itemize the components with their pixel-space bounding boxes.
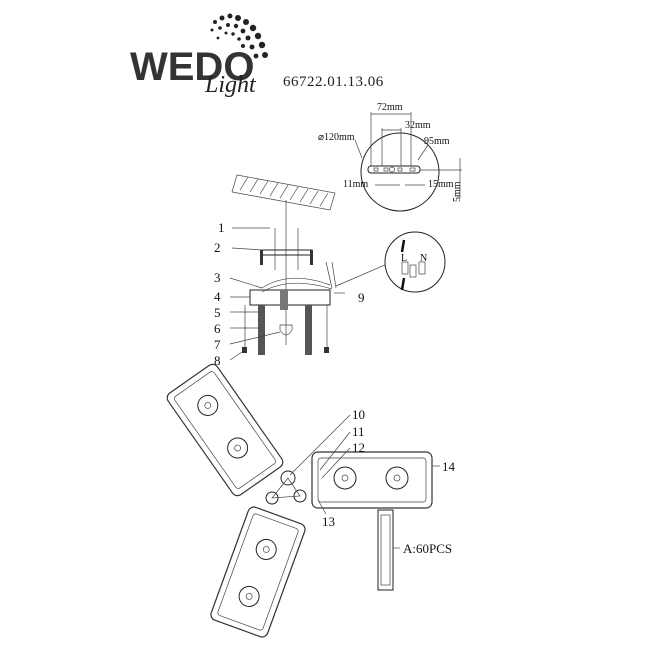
crystal-pendant: A:60PCS	[377, 509, 452, 591]
callout-3: 3	[214, 270, 221, 285]
exploded-assembly: L N	[242, 228, 446, 355]
callout-14: 14	[442, 459, 456, 474]
callout-2: 2	[214, 240, 221, 255]
callout-7: 7	[214, 337, 221, 352]
center-hub	[265, 470, 307, 505]
callout-11: 11	[352, 424, 365, 439]
dim-15mm: 15mm	[428, 179, 454, 190]
canopy-dimension-detail: 72mm 32mm ⌀120mm 95mm 11mm 15mm 5mm	[318, 102, 463, 212]
brand-logo: WEDO Light	[130, 13, 268, 98]
callout-1: 1	[218, 220, 225, 235]
dim-11mm: 11mm	[343, 179, 368, 190]
callout-5: 5	[214, 305, 221, 320]
callout-10: 10	[352, 407, 365, 422]
lamp-arm-right	[311, 451, 433, 509]
lamp-arm-lower	[210, 506, 306, 638]
callout-9: 9	[358, 290, 365, 305]
dim-72mm: 72mm	[377, 102, 403, 113]
ceiling-hatch	[231, 174, 336, 345]
callout-6: 6	[214, 321, 221, 336]
model-number: 66722.01.13.06	[283, 74, 384, 90]
callout-4: 4	[214, 289, 221, 304]
callout-13: 13	[322, 514, 335, 529]
dim-diameter: ⌀120mm	[318, 132, 355, 143]
logo-brand-text: WEDO	[130, 45, 254, 89]
logo-sub-text: Light	[204, 72, 257, 98]
dim-32mm: 32mm	[405, 120, 431, 131]
dim-95mm: 95mm	[424, 136, 450, 147]
wire-live-label: L	[401, 253, 407, 264]
dim-5mm: 5mm	[452, 181, 463, 202]
crystal-quantity-label: A:60PCS	[403, 541, 452, 556]
wire-neutral-label: N	[420, 253, 427, 264]
lamp-arm-upper-left	[166, 363, 284, 497]
callout-8: 8	[214, 353, 221, 368]
callout-12: 12	[352, 440, 365, 455]
